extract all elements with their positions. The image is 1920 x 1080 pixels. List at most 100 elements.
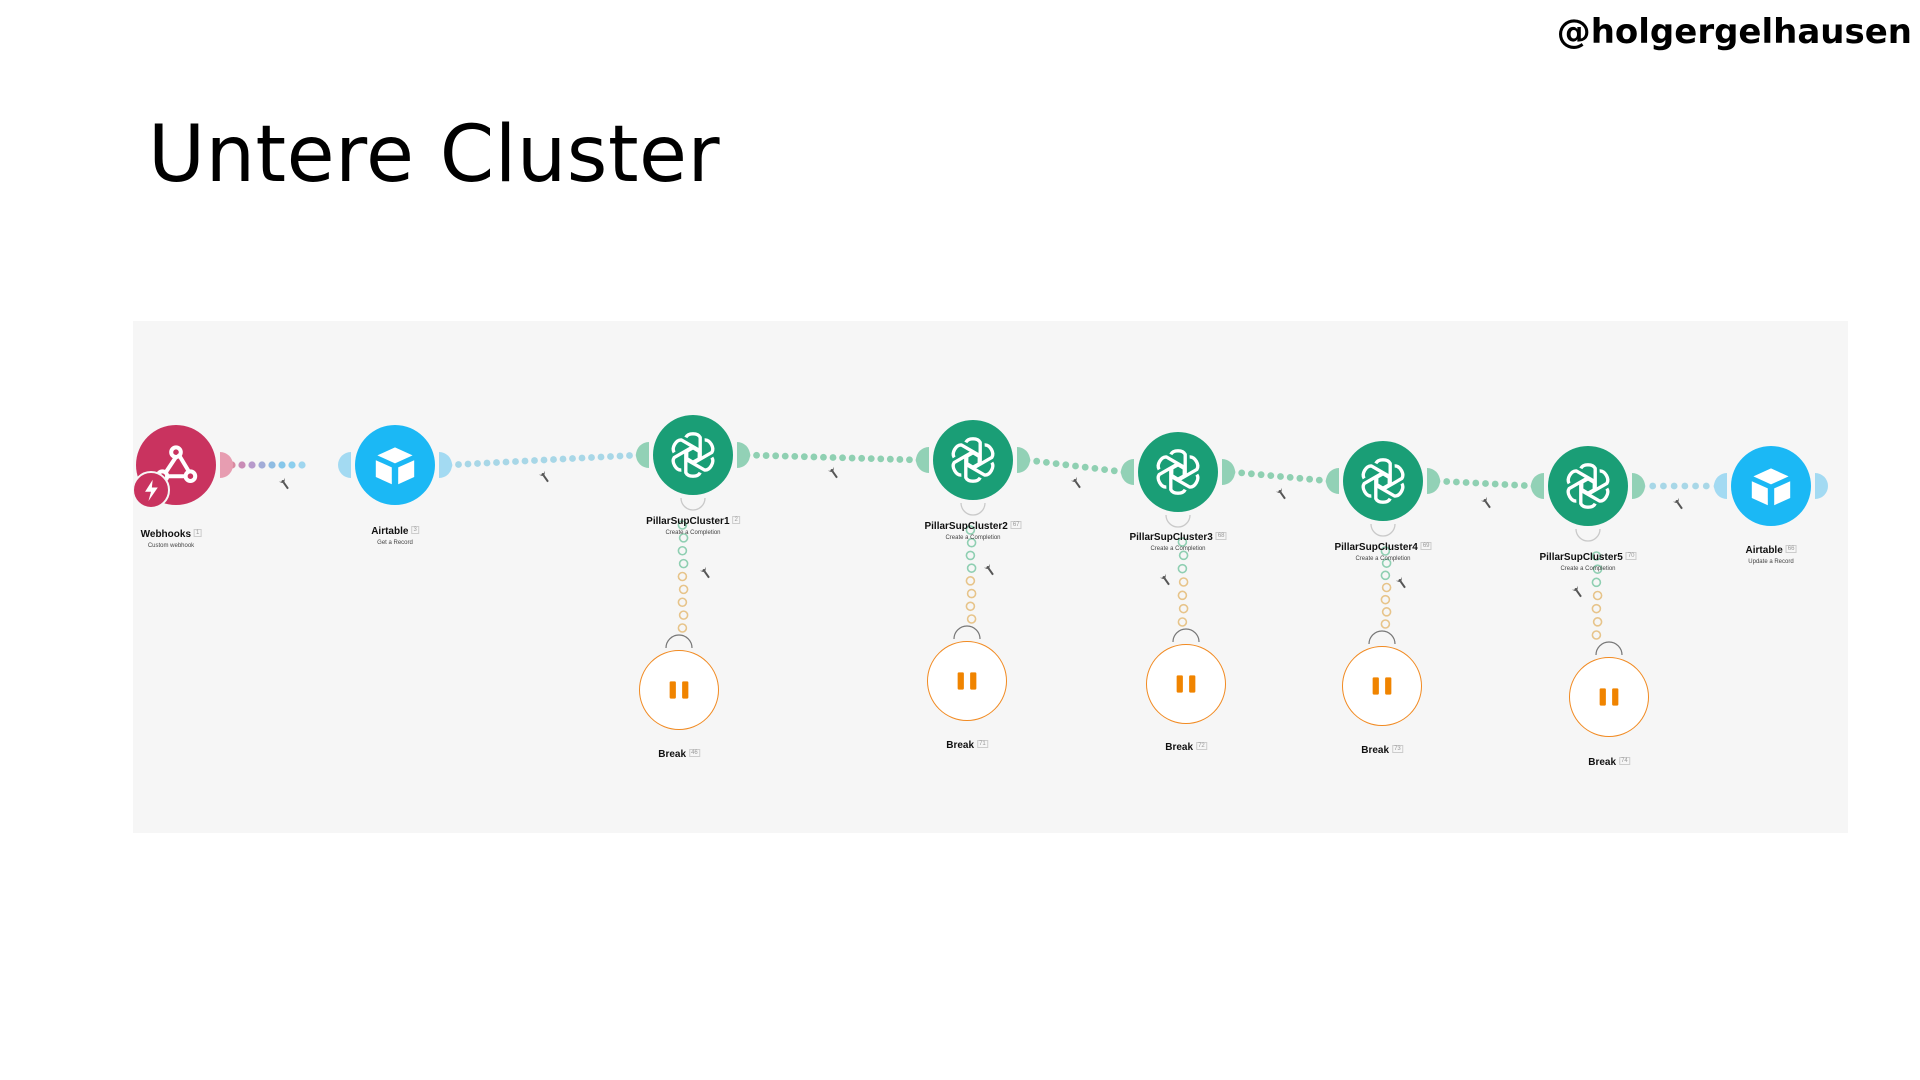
module-input-handle[interactable] (1714, 473, 1727, 499)
module-name: Airtable (1745, 545, 1783, 556)
break-route-0[interactable] (677, 520, 689, 633)
module-cluster2[interactable] (933, 420, 1013, 500)
router-handle[interactable] (1370, 523, 1396, 537)
openai-icon (1548, 446, 1628, 526)
openai-icon (653, 415, 733, 495)
module-name: Break (658, 749, 687, 760)
break-input-handle[interactable] (665, 634, 693, 649)
openai-icon (933, 420, 1013, 500)
break-route-3[interactable] (1380, 546, 1392, 629)
author-handle: @holgergelhausen (1556, 12, 1912, 52)
router-handle[interactable] (960, 502, 986, 516)
wrench-icon[interactable] (983, 563, 996, 577)
module-name: Airtable (371, 526, 409, 537)
router-handle[interactable] (680, 497, 706, 511)
module-name: PillarSupCluster5 (1539, 552, 1623, 563)
module-cluster5[interactable] (1548, 446, 1628, 526)
module-break-2[interactable] (927, 641, 1007, 721)
module-action: Custom webhook (147, 543, 195, 549)
module-name: PillarSupCluster4 (1334, 542, 1418, 553)
module-id: 73 (1392, 744, 1403, 753)
connector-2[interactable] (743, 451, 923, 464)
module-break-4[interactable] (1342, 646, 1422, 726)
module-action: Create a Completion (945, 535, 1001, 541)
module-input-handle[interactable] (1531, 473, 1544, 499)
connector-1[interactable] (445, 451, 643, 469)
pause-icon (640, 651, 718, 729)
module-output-handle[interactable] (1222, 459, 1235, 485)
module-airtable_get[interactable] (355, 425, 435, 505)
module-id: 72 (1196, 741, 1207, 750)
module-airtable_update[interactable] (1731, 446, 1811, 526)
module-name: Break (1588, 757, 1617, 768)
wrench-icon[interactable] (827, 466, 840, 480)
module-output-handle[interactable] (1427, 468, 1440, 494)
connection-layer (220, 442, 1828, 656)
router-handle[interactable] (1575, 528, 1601, 542)
wrench-icon[interactable] (538, 470, 551, 484)
instant-trigger-icon (133, 471, 170, 509)
module-output-handle[interactable] (737, 442, 750, 468)
module-cluster4[interactable] (1343, 441, 1423, 521)
break-input-handle[interactable] (1172, 628, 1200, 643)
wrench-icon[interactable] (699, 566, 712, 580)
module-name: Break (946, 740, 975, 751)
wrench-icon[interactable] (1159, 573, 1172, 587)
wrench-icon[interactable] (1672, 497, 1685, 511)
module-break-1[interactable] (639, 650, 719, 730)
module-id: 3 (411, 525, 419, 534)
module-id: 67 (1010, 520, 1022, 529)
module-id: 71 (977, 739, 988, 748)
break-input-handle[interactable] (1595, 641, 1623, 656)
wrench-icon[interactable] (1395, 576, 1408, 590)
wrench-icon[interactable] (1571, 585, 1584, 599)
module-break-3[interactable] (1146, 644, 1226, 724)
module-output-handle[interactable] (1632, 473, 1645, 499)
wrench-icon[interactable] (1275, 487, 1288, 501)
module-output-handle[interactable] (439, 452, 452, 478)
module-input-handle[interactable] (916, 447, 929, 473)
module-input-handle[interactable] (338, 452, 351, 478)
module-action: Create a Completion (1560, 566, 1616, 572)
module-id: 69 (1420, 541, 1432, 550)
break-input-handle[interactable] (953, 625, 981, 640)
module-name: PillarSupCluster1 (646, 516, 730, 527)
module-id: 68 (1215, 531, 1227, 540)
module-break-5[interactable] (1569, 657, 1649, 737)
module-id: 70 (1625, 551, 1637, 560)
module-input-handle[interactable] (1121, 459, 1134, 485)
pause-icon (1147, 645, 1225, 723)
wrench-icon[interactable] (1070, 476, 1083, 490)
pause-icon (1343, 647, 1421, 725)
module-name: Break (1165, 742, 1194, 753)
openai-icon (1138, 432, 1218, 512)
pause-icon (928, 642, 1006, 720)
module-cluster1[interactable] (653, 415, 733, 495)
break-route-2[interactable] (1177, 537, 1189, 627)
module-id: 46 (689, 748, 700, 757)
module-output-handle[interactable] (1815, 473, 1828, 499)
wrench-icon[interactable] (1480, 496, 1493, 510)
module-output-handle[interactable] (220, 452, 233, 478)
break-route-4[interactable] (1591, 551, 1603, 640)
wrench-icon[interactable] (278, 477, 291, 491)
module-input-handle[interactable] (1326, 468, 1339, 494)
slide-title: Untere Cluster (148, 110, 721, 200)
pause-icon (1570, 658, 1648, 736)
connector-0[interactable] (228, 461, 306, 469)
break-input-handle[interactable] (1368, 630, 1396, 645)
break-route-1[interactable] (965, 525, 977, 624)
router-handle[interactable] (1165, 514, 1191, 528)
module-output-handle[interactable] (1017, 447, 1030, 473)
module-input-handle[interactable] (636, 442, 649, 468)
module-cluster3[interactable] (1138, 432, 1218, 512)
